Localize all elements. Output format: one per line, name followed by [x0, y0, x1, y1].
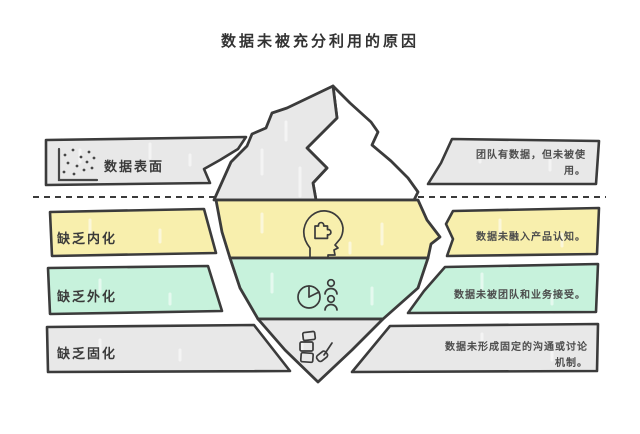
- pie-chart-people-icon: [297, 278, 338, 311]
- band-left-solidification: [45, 323, 292, 374]
- row-label-solidification: 缺乏固化: [57, 346, 118, 361]
- page-title: 数据未被充分利用的原因: [220, 34, 419, 50]
- band-right-surface: [426, 137, 601, 186]
- row-label-internalization: 缺乏内化: [57, 231, 118, 246]
- head-puzzle-icon: [302, 210, 344, 259]
- row-desc-surface: 团队有数据，但未被使用。: [476, 150, 586, 177]
- blocks-mallet-icon: [299, 330, 333, 364]
- row-label-surface: 数据表面: [104, 159, 165, 174]
- row-label-externalization: 缺乏外化: [57, 289, 118, 304]
- row-desc-solidification: 数据未形成固定的沟通或讨论机制。: [445, 342, 588, 369]
- row-desc-internalization: 数据未融入产品认知。: [476, 232, 586, 243]
- texture-strokes: [78, 120, 564, 362]
- band-left-surface: [44, 135, 248, 187]
- row-desc-externalization: 数据未被团队和业务接受。: [454, 290, 586, 301]
- band-right-solidification: [350, 322, 600, 374]
- iceberg-layer-solidification: [256, 317, 385, 384]
- band-left-externalization: [46, 264, 224, 316]
- iceberg-peak-shaded: [212, 84, 339, 202]
- scatter-plot-icon: [57, 147, 99, 182]
